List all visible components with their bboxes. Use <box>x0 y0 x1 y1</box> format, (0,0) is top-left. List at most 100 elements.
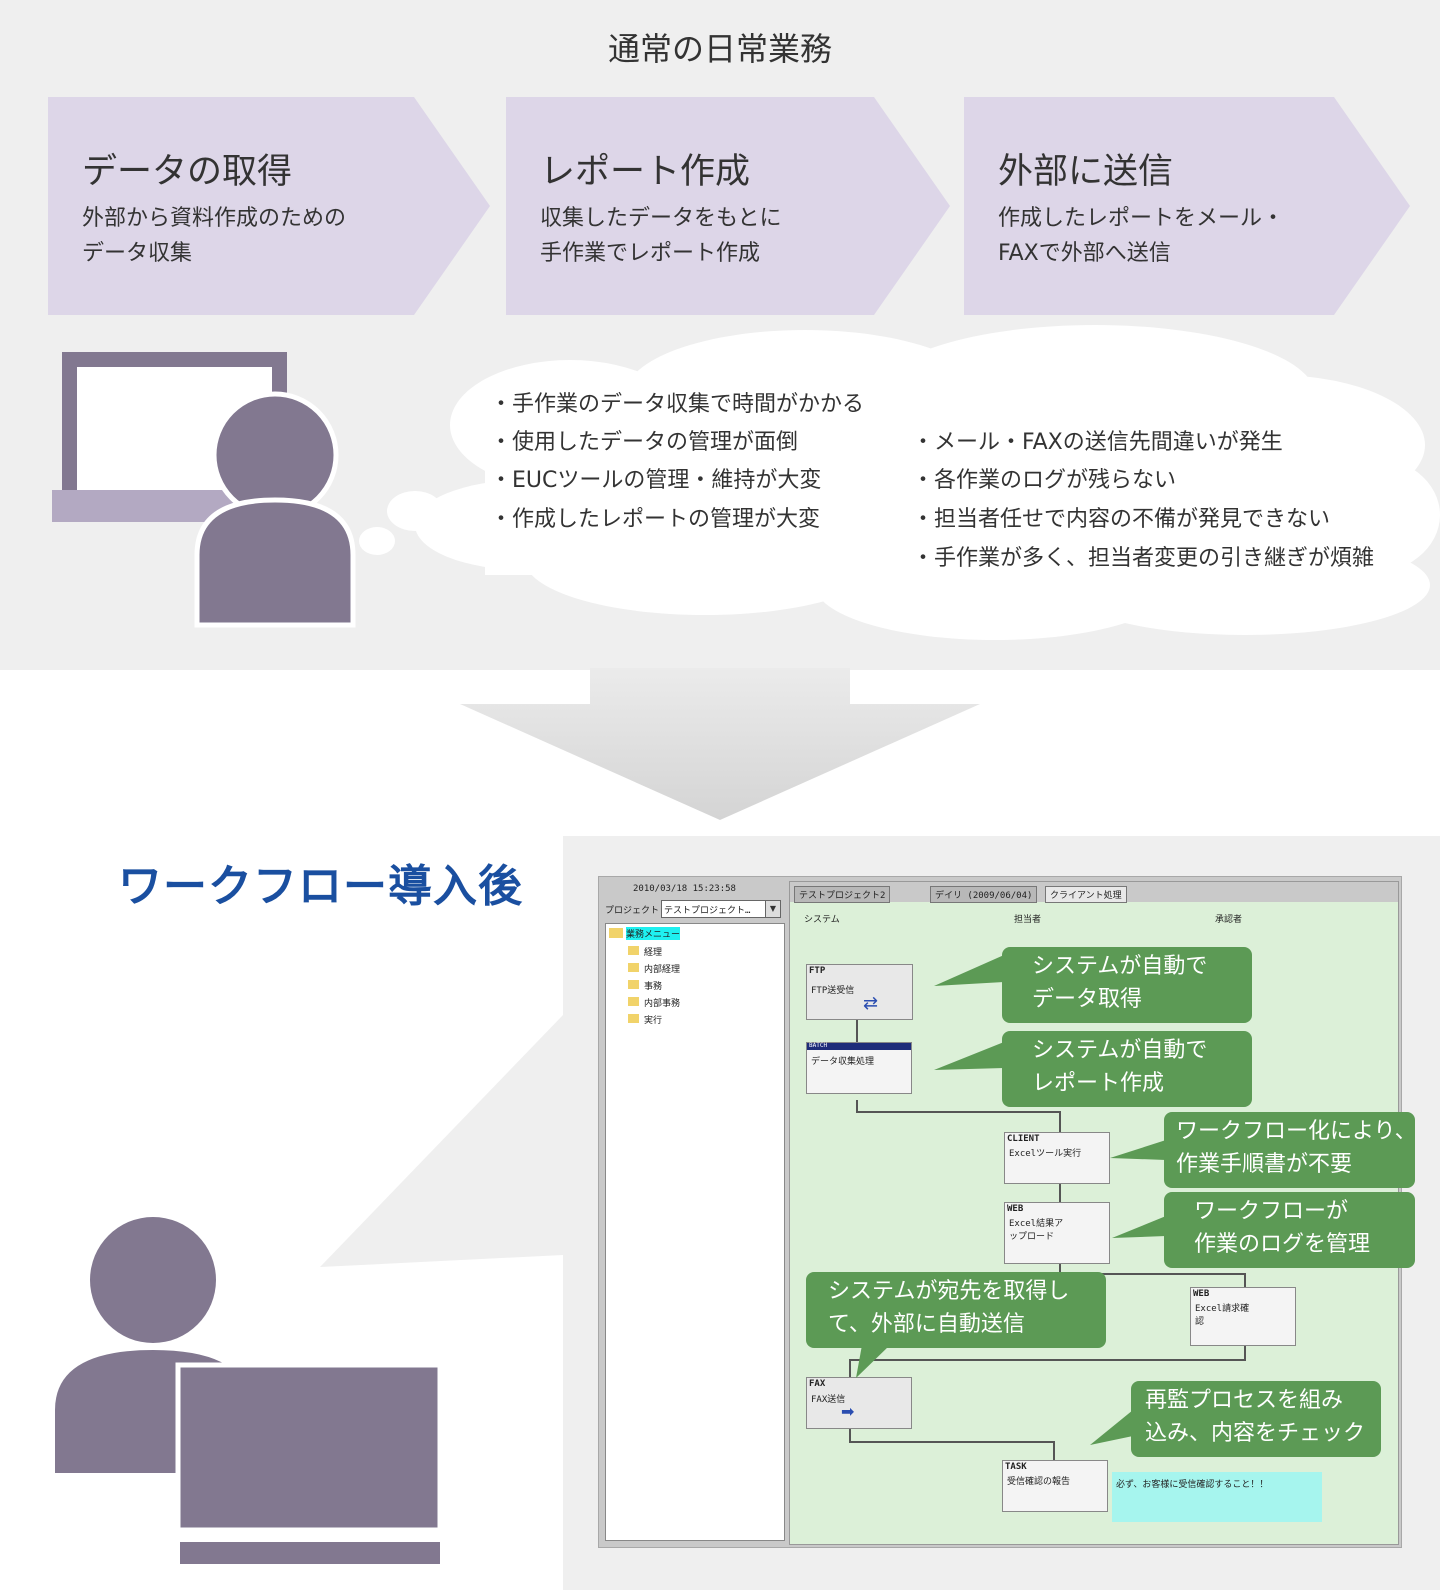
lane-approver: 承認者 <box>1215 915 1243 925</box>
tab-daily[interactable]: デイリ (2009/06/04) <box>930 886 1038 903</box>
node-label: CLIENT <box>1007 1134 1040 1144</box>
node-sublabel: FAX送信 <box>811 1395 846 1405</box>
thought-cloud <box>359 325 1440 640</box>
folder-icon <box>628 997 639 1006</box>
callout-line: 作業のログを管理 <box>1194 1232 1371 1257</box>
node-label: WEB <box>1007 1204 1024 1214</box>
callout-line: システムが自動で <box>1032 1038 1208 1063</box>
callout-line: システムが自動で <box>1032 954 1208 979</box>
memo-text: 必ず、お客様に受信確認すること！！ <box>1116 1480 1269 1490</box>
project-select-value: テストプロジェクト… <box>664 906 751 916</box>
callout-log-management: ワークフローが 作業のログを管理 <box>1164 1192 1415 1268</box>
folder-icon <box>628 980 639 989</box>
monitor-screen <box>175 1362 443 1533</box>
callout-line: 再監プロセスを組み <box>1145 1388 1344 1413</box>
step-desc-line: データ収集 <box>82 241 193 266</box>
node-sublabel: 受信確認の報告 <box>1007 1477 1071 1487</box>
step-title: データの取得 <box>82 152 293 192</box>
node-batch[interactable]: BATCH データ収集処理 <box>806 1042 912 1094</box>
issue-item: ・手作業のデータ収集で時間がかかる <box>490 392 865 417</box>
step-description: 外部から資料作成のための データ収集 <box>82 201 346 271</box>
callout-auto-report: システムが自動で レポート作成 <box>1002 1031 1252 1107</box>
node-titlebar <box>807 1043 911 1050</box>
step-description: 作成したレポートをメール・ FAXで外部へ送信 <box>998 201 1284 271</box>
node-client[interactable]: CLIENT Excelツール実行 <box>1004 1132 1110 1184</box>
project-label: プロジェクト <box>605 906 660 916</box>
timestamp: 2010/03/18 15:23:58 <box>633 884 736 894</box>
thought-bubble-small <box>359 527 395 555</box>
node-sublabel: Excel請求確認 <box>1195 1304 1250 1327</box>
callout-line: 作業手順書が不要 <box>1176 1152 1353 1177</box>
node-sublabel: FTP送受信 <box>811 986 855 996</box>
node-sublabel: データ収集処理 <box>811 1057 875 1067</box>
flow-connectors <box>849 1018 1246 1460</box>
tree-item[interactable]: 内部経理 <box>644 965 681 975</box>
callout-review-process: 再監プロセスを組み 込み、内容をチェック <box>1131 1381 1381 1457</box>
step-desc-line: 手作業でレポート作成 <box>540 241 761 266</box>
node-fax[interactable]: FAX FAX送信 ➡ <box>806 1377 912 1429</box>
node-label: FTP <box>809 966 826 976</box>
left-pane: 2010/03/18 15:23:58 プロジェクト テストプロジェクト… ▼ … <box>603 881 785 1541</box>
person-monitor-illustration <box>55 1217 443 1564</box>
step-title: レポート作成 <box>540 152 751 192</box>
step-desc-line: 外部から資料作成のための <box>82 206 347 231</box>
node-label: TASK <box>1005 1462 1027 1472</box>
callout-no-manual: ワークフロー化により、 作業手順書が不要 <box>1164 1112 1417 1188</box>
callout-auto-data: システムが自動で データ取得 <box>1002 947 1252 1023</box>
callout-auto-send: システムが宛先を取得し て、外部に自動送信 <box>806 1272 1106 1348</box>
after-workflow-title: ワークフロー導入後 <box>118 861 523 912</box>
node-web-check[interactable]: WEB Excel請求確認 <box>1190 1287 1296 1346</box>
step-description: 収集したデータをもとに 手作業でレポート作成 <box>540 201 782 271</box>
step-desc-line: FAXで外部へ送信 <box>998 241 1171 266</box>
callout-line: 込み、内容をチェック <box>1145 1421 1366 1446</box>
step-external-send: 外部に送信 作成したレポートをメール・ FAXで外部へ送信 <box>964 97 1410 315</box>
person-body-icon <box>194 497 356 628</box>
dropdown-arrow-icon[interactable]: ▼ <box>765 901 780 917</box>
tab-project[interactable]: テストプロジェクト2 <box>794 886 891 903</box>
callout-line: ワークフローが <box>1194 1199 1349 1224</box>
step-arrow-shape <box>964 97 1410 315</box>
memo-note: 必ず、お客様に受信確認すること！！ <box>1112 1472 1322 1522</box>
node-label: BATCH <box>809 1042 828 1049</box>
tree-item[interactable]: 事務 <box>644 982 663 992</box>
send-arrow-icon: ➡ <box>841 1402 855 1421</box>
callout-line: て、外部に自動送信 <box>828 1312 1025 1337</box>
current-workflow-title: 通常の日常業務 <box>607 30 832 68</box>
tab-client[interactable]: クライアント処理 <box>1045 886 1127 903</box>
node-task[interactable]: TASK 受信確認の報告 <box>1002 1460 1108 1512</box>
tree-view: 業務メニュー 経理 内部経理 事務 内部事務 実行 <box>605 923 785 1541</box>
node-sublabel: Excelツール実行 <box>1009 1149 1082 1159</box>
tree-item[interactable]: 経理 <box>644 948 663 958</box>
step-data-acquisition: データの取得 外部から資料作成のための データ収集 <box>48 97 490 315</box>
step-report-creation: レポート作成 収集したデータをもとに 手作業でレポート作成 <box>506 97 950 315</box>
issue-item: ・手作業が多く、担当者変更の引き継ぎが煩雑 <box>912 546 1375 571</box>
transfer-arrows-icon: ⇄ <box>863 993 879 1014</box>
folder-open-icon <box>609 928 623 938</box>
callout-line: データ取得 <box>1032 987 1143 1012</box>
tree-root[interactable]: 業務メニュー <box>626 927 681 940</box>
issue-item: ・EUCツールの管理・維持が大変 <box>490 468 822 493</box>
callout-line: レポート作成 <box>1032 1071 1165 1096</box>
monitor-base <box>180 1542 440 1564</box>
step-desc-line: 収集したデータをもとに <box>540 206 782 231</box>
node-label: WEB <box>1193 1289 1210 1299</box>
callout-line: ワークフロー化により、 <box>1176 1119 1417 1144</box>
step-title: 外部に送信 <box>998 152 1174 192</box>
person-head-icon <box>90 1217 216 1343</box>
node-label: FAX <box>809 1379 826 1389</box>
tree-item[interactable]: 実行 <box>644 1016 663 1026</box>
speech-pointer <box>320 1015 563 1267</box>
callout-line: システムが宛先を取得し <box>828 1279 1070 1304</box>
tree-item[interactable]: 内部事務 <box>644 999 681 1009</box>
issue-item: ・各作業のログが残らない <box>912 468 1177 493</box>
issue-item: ・メール・FAXの送信先間違いが発生 <box>912 430 1283 455</box>
folder-icon <box>628 946 639 955</box>
node-ftp[interactable]: FTP FTP送受信 ⇄ <box>806 964 913 1020</box>
issue-item: ・作成したレポートの管理が大変 <box>490 507 821 532</box>
node-web-upload[interactable]: WEB Excel結果アップロード <box>1004 1202 1110 1264</box>
issue-item: ・担当者任せで内容の不備が発見できない <box>912 507 1331 532</box>
project-select[interactable]: テストプロジェクト… ▼ <box>661 900 781 918</box>
transition-arrow-icon <box>460 668 980 820</box>
step-arrow-shape <box>48 97 490 315</box>
